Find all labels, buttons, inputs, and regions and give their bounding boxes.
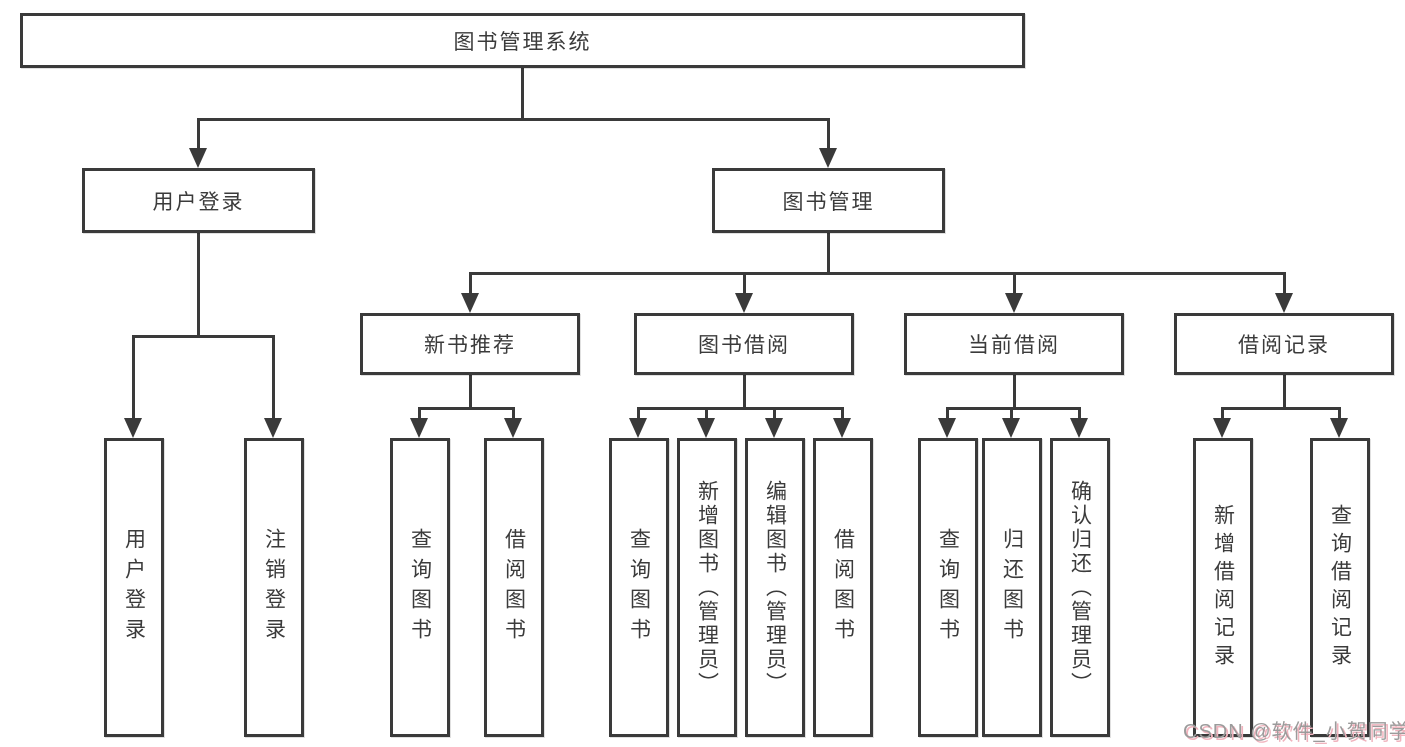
node-user-login: 用户登录	[82, 168, 315, 233]
connector-line	[197, 118, 200, 150]
connector-line	[1283, 272, 1286, 293]
arrow-down-icon	[189, 148, 207, 168]
arrow-down-icon	[1213, 418, 1231, 438]
arrow-down-icon	[833, 418, 851, 438]
connector-line	[1078, 407, 1081, 418]
arrow-down-icon	[1005, 293, 1023, 313]
leaf-query-borrow-record: 查询借阅记录	[1310, 438, 1370, 737]
leaf-add-book-admin: 新增图书（管理员）	[677, 438, 737, 737]
leaf-label: 查询图书	[627, 527, 651, 648]
connector-line	[1221, 407, 1341, 410]
leaf-query-books-recommend: 查询图书	[390, 438, 450, 737]
leaf-return-books: 归还图书	[982, 438, 1042, 737]
arrow-down-icon	[504, 418, 522, 438]
leaf-edit-book-admin: 编辑图书（管理员）	[745, 438, 805, 737]
leaf-label: 查询图书	[936, 527, 960, 648]
arrow-down-icon	[461, 293, 479, 313]
arrow-down-icon	[264, 418, 282, 438]
connector-line	[512, 407, 515, 418]
arrow-down-icon	[629, 418, 647, 438]
connector-line	[1013, 272, 1016, 293]
leaf-label: 确认归还（管理员）	[1068, 479, 1092, 696]
connector-line	[1338, 407, 1341, 418]
arrow-down-icon	[124, 418, 142, 438]
arrow-down-icon	[697, 418, 715, 438]
leaf-confirm-return-admin: 确认归还（管理员）	[1050, 438, 1110, 737]
connector-line	[469, 375, 472, 407]
node-label: 图书借阅	[698, 334, 790, 357]
node-label: 新书推荐	[424, 334, 516, 357]
connector-line	[827, 233, 830, 272]
node-new-book-recommend: 新书推荐	[360, 313, 580, 375]
connector-line	[705, 407, 708, 418]
connector-line	[637, 407, 640, 418]
arrow-down-icon	[938, 418, 956, 438]
arrow-down-icon	[735, 293, 753, 313]
connector-line	[418, 407, 421, 418]
arrow-down-icon	[765, 418, 783, 438]
connector-line	[773, 407, 776, 418]
leaf-label: 借阅图书	[831, 527, 855, 648]
connector-line	[132, 335, 275, 338]
connector-line	[946, 407, 1081, 410]
arrow-down-icon	[410, 418, 428, 438]
arrow-down-icon	[1275, 293, 1293, 313]
node-label: 图书管理	[782, 190, 875, 214]
leaf-label: 用户登录	[122, 527, 146, 648]
node-book-borrowing: 图书借阅	[634, 313, 854, 375]
leaf-label: 查询图书	[408, 527, 432, 648]
node-library-management-system: 图书管理系统	[20, 13, 1025, 68]
connector-line	[418, 407, 515, 410]
connector-line	[469, 272, 1286, 275]
arrow-down-icon	[1002, 418, 1020, 438]
leaf-query-books-borrow: 查询图书	[609, 438, 669, 737]
node-label: 借阅记录	[1238, 334, 1330, 357]
leaf-label: 新增图书（管理员）	[695, 479, 719, 696]
leaf-label: 新增借阅记录	[1211, 503, 1235, 672]
node-borrowing-records: 借阅记录	[1174, 313, 1394, 375]
connector-line	[827, 118, 830, 150]
connector-line	[132, 335, 135, 418]
leaf-label: 归还图书	[1000, 527, 1024, 648]
connector-line	[272, 335, 275, 418]
node-label: 图书管理系统	[453, 30, 592, 54]
connector-line	[743, 375, 746, 407]
connector-line	[197, 233, 200, 335]
leaf-label: 编辑图书（管理员）	[763, 479, 787, 696]
node-current-borrowing: 当前借阅	[904, 313, 1124, 375]
leaf-label: 查询借阅记录	[1328, 503, 1352, 672]
connector-line	[1010, 407, 1013, 418]
node-book-management: 图书管理	[712, 168, 945, 233]
connector-line	[743, 272, 746, 293]
leaf-logout: 注销登录	[244, 438, 304, 737]
connector-line	[1283, 375, 1286, 407]
arrow-down-icon	[1330, 418, 1348, 438]
connector-line	[521, 68, 524, 118]
leaf-query-books-current: 查询图书	[918, 438, 978, 737]
leaf-add-borrow-record: 新增借阅记录	[1193, 438, 1253, 737]
connector-line	[946, 407, 949, 418]
arrow-down-icon	[1070, 418, 1088, 438]
arrow-down-icon	[819, 148, 837, 168]
csdn-watermark: CSDN @软件_小贺同学	[1183, 721, 1405, 743]
node-label: 当前借阅	[968, 334, 1060, 357]
leaf-label: 注销登录	[262, 527, 286, 648]
connector-line	[1013, 375, 1016, 407]
connector-line	[469, 272, 472, 293]
leaf-borrow-books: 借阅图书	[813, 438, 873, 737]
leaf-label: 借阅图书	[502, 527, 526, 648]
leaf-borrow-books-recommend: 借阅图书	[484, 438, 544, 737]
leaf-user-login: 用户登录	[104, 438, 164, 737]
connector-line	[1221, 407, 1224, 418]
node-label: 用户登录	[152, 190, 245, 214]
connector-line	[841, 407, 844, 418]
connector-line	[637, 407, 844, 410]
connector-line	[197, 118, 830, 121]
